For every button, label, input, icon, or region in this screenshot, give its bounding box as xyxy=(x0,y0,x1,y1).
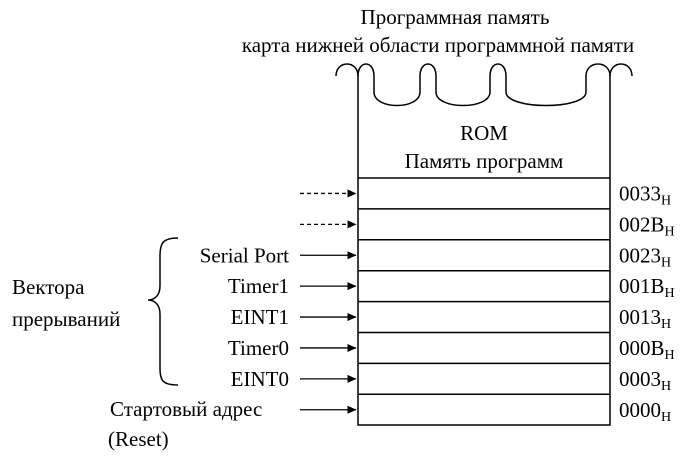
memory-block-outline xyxy=(335,63,633,426)
memory-address-label: 0033H xyxy=(619,181,671,208)
vector-source-label: Serial Port xyxy=(200,243,289,267)
memory-address-label: 0013H xyxy=(619,305,671,332)
memory-address-label: 0023H xyxy=(619,243,671,270)
memory-address-label: 0000H xyxy=(619,398,671,425)
memory-rows: 0033H 002BH Serial Port 0023H Timer1 001BH EIN… xyxy=(200,177,675,425)
vector-source-label: EINT1 xyxy=(231,305,289,329)
memory-address-label: 001BH xyxy=(619,274,675,301)
vector-source-label: EINT0 xyxy=(231,367,289,391)
interrupt-vectors-label-line1: Вектора xyxy=(12,275,85,299)
start-address-label: Стартовый адрес xyxy=(110,397,262,421)
interrupt-vectors-label-line2: прерываний xyxy=(12,307,120,331)
diagram-title: Программная память xyxy=(361,5,550,29)
reset-label: (Reset) xyxy=(108,427,169,451)
vector-source-label: Timer1 xyxy=(228,274,289,298)
rom-label: ROM xyxy=(460,121,508,145)
memory-address-label: 000BH xyxy=(619,336,675,363)
memory-torn-edge xyxy=(357,63,611,107)
diagram-subtitle: карта нижней области программной памяти xyxy=(242,33,634,57)
memory-address-label: 002BH xyxy=(619,212,675,239)
memory-address-label: 0003H xyxy=(619,367,671,394)
program-memory-label: Память программ xyxy=(405,149,564,173)
vector-source-label: Timer0 xyxy=(228,336,289,360)
interrupt-vectors-brace xyxy=(147,237,179,386)
